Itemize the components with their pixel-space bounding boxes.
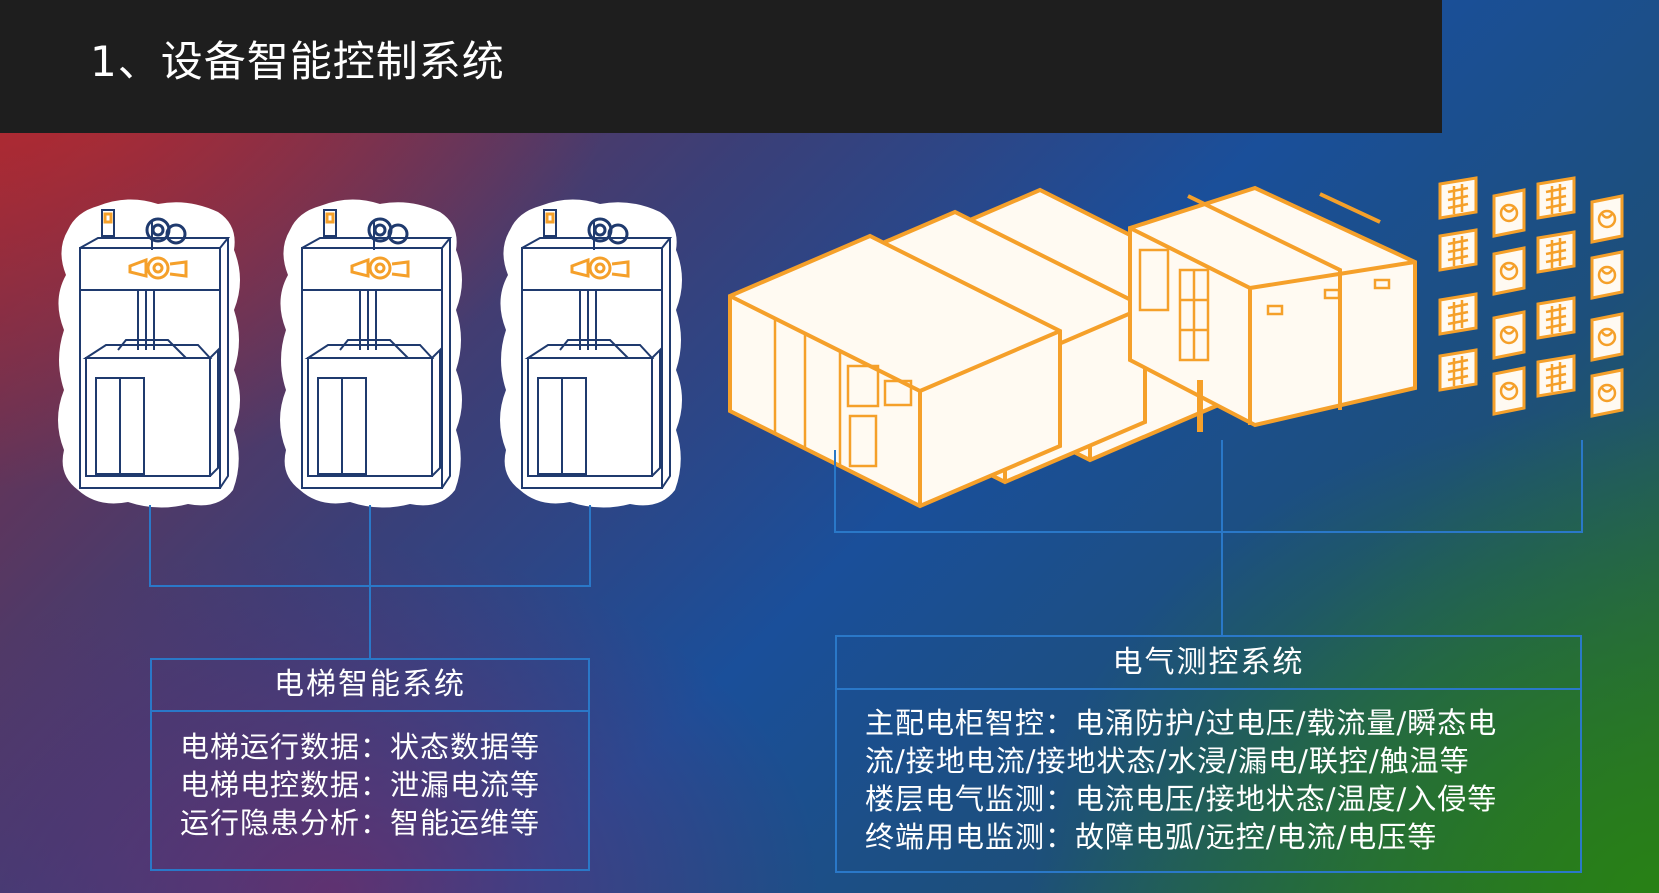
electrical-system-panel: 电气测控系统 主配电柜智控：电涌防护/过电压/载流量/瞬态电 流/接地电流/接地…	[835, 635, 1582, 873]
electrical-system-line: 主配电柜智控：电涌防护/过电压/载流量/瞬态电	[865, 706, 1498, 740]
electrical-system-title: 电气测控系统	[837, 637, 1580, 690]
elevator-system-title: 电梯智能系统	[152, 660, 588, 712]
elevator-icon-2	[278, 197, 464, 510]
elevator-system-panel: 电梯智能系统 电梯运行数据：状态数据等 电梯电控数据：泄漏电流等 运行隐患分析：…	[150, 658, 590, 871]
elevator-system-line: 电梯运行数据：状态数据等	[180, 730, 541, 764]
electrical-connector-lines	[834, 440, 1583, 635]
power-cabinet-group-2	[1128, 185, 1417, 432]
electrical-system-line: 楼层电气监测：电流电压/接地状态/温度/入侵等	[865, 782, 1498, 816]
elevator-icon-1	[56, 197, 242, 510]
title-bar: 1、设备智能控制系统	[0, 0, 1442, 133]
page-title: 1、设备智能控制系统	[90, 37, 505, 86]
control-panel-grid	[1438, 176, 1624, 418]
elevator-icon-3	[498, 197, 684, 510]
electrical-system-body: 主配电柜智控：电涌防护/过电压/载流量/瞬态电 流/接地电流/接地状态/水浸/漏…	[837, 690, 1580, 856]
elevator-system-line: 电梯电控数据：泄漏电流等	[180, 768, 541, 802]
elevator-system-line: 运行隐患分析：智能运维等	[180, 806, 541, 840]
electrical-system-line: 流/接地电流/接地状态/水浸/漏电/联控/触温等	[865, 744, 1470, 778]
elevator-system-body: 电梯运行数据：状态数据等 电梯电控数据：泄漏电流等 运行隐患分析：智能运维等	[152, 712, 588, 842]
electrical-system-line: 终端用电监测：故障电弧/远控/电流/电压等	[865, 820, 1438, 854]
elevator-connector-lines	[149, 505, 591, 658]
